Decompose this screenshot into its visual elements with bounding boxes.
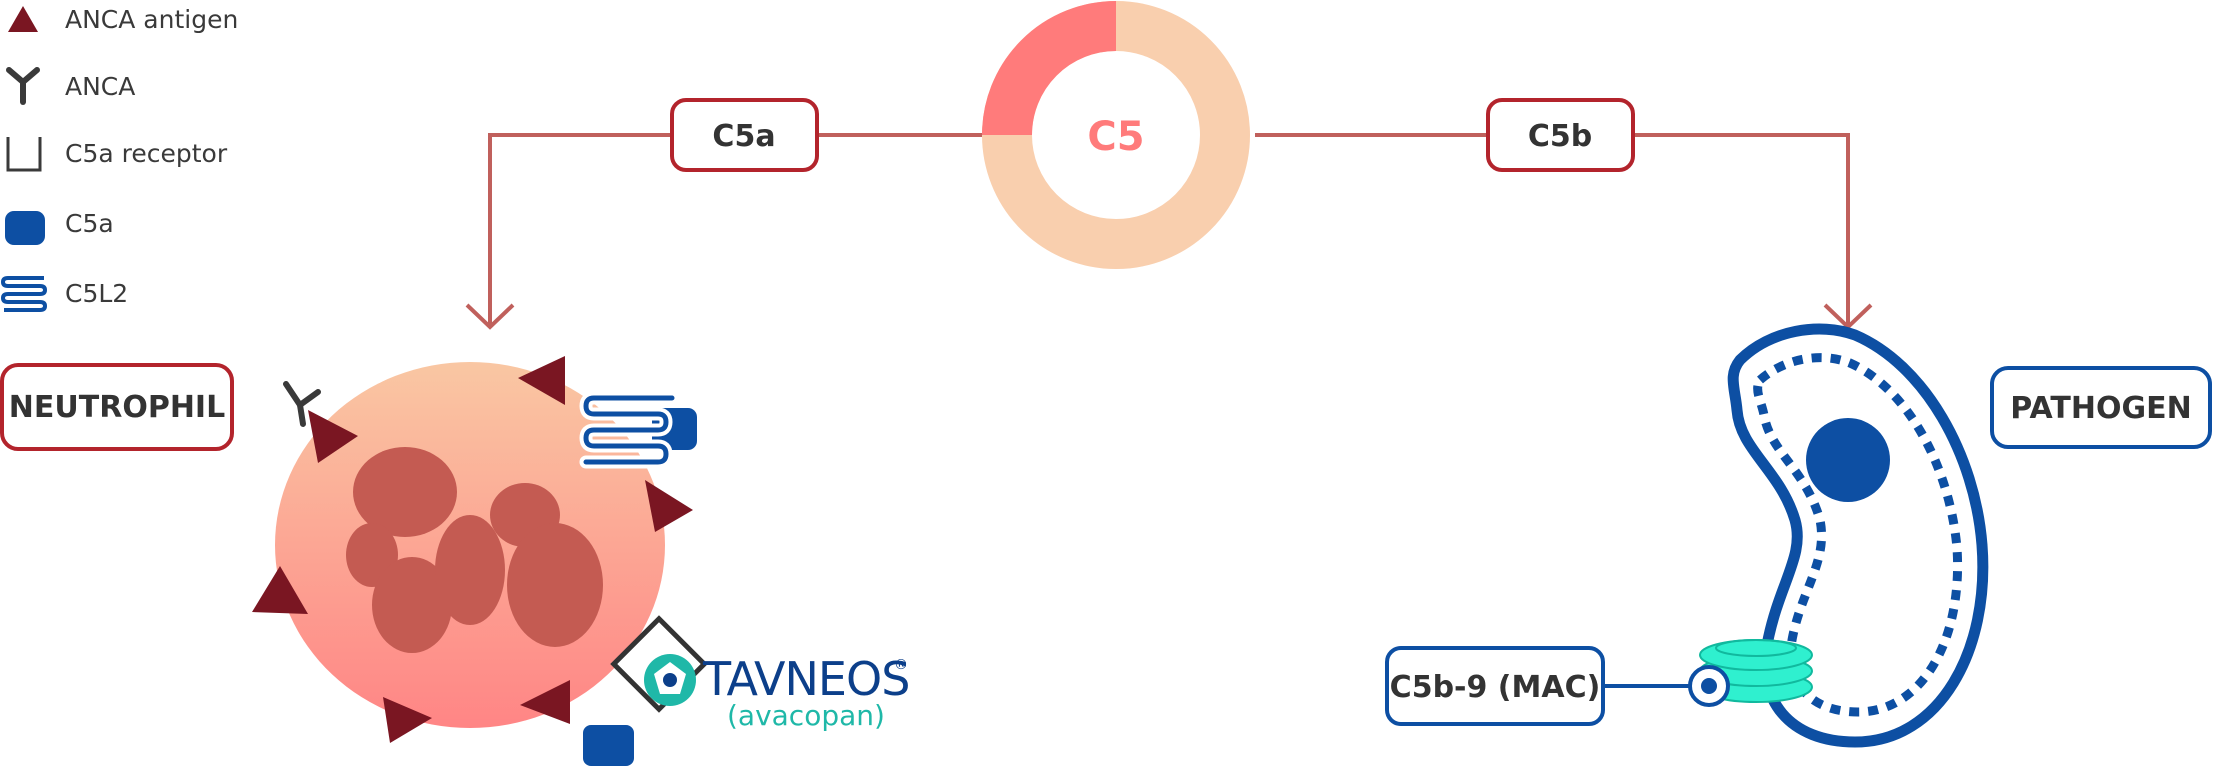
neutrophil-box: NEUTROPHIL [0,363,234,451]
pathogen-box: PATHOGEN [1990,366,2212,449]
triangle-icon [520,680,570,724]
legend-label: C5a receptor [65,139,228,168]
neutrophil-label: NEUTROPHIL [9,390,225,425]
drug-registered-mark: ® [894,657,908,673]
c5-donut-dark [982,1,1117,136]
neutrophil-cell [252,356,708,766]
c5-label: C5 [1087,114,1144,160]
pathogen-label: PATHOGEN [2010,391,2191,426]
pathogen-inner-membrane [1753,353,1963,717]
triangle-icon [8,6,38,32]
pathogen-nucleus [1806,418,1890,502]
c5a-branch-box: C5a [670,98,819,172]
left-arrow-head [465,303,515,330]
legend: ANCA antigen ANCA C5a receptor C5a C5L2 [0,5,238,312]
drug-logo: TAVNEOS ® (avacopan) [702,652,910,732]
legend-label: ANCA [65,72,135,101]
mac-label: C5b-9 (MAC) [1390,670,1601,705]
triangle-icon [518,356,565,405]
legend-label: C5a [65,209,114,238]
legend-item-c5a-receptor: C5a receptor [6,137,228,172]
legend-item-c5l2: C5L2 [0,276,128,312]
legend-item-c5a: C5a [5,209,114,245]
anca-antigens [252,356,693,743]
c5a-receptor-blocked [610,615,708,713]
neutrophil-nucleus [346,447,603,653]
antibody-icon [283,381,321,427]
pathogen-cell [1699,323,1989,748]
c5l2-coil-icon [0,276,48,312]
triangle-icon [645,480,693,532]
c5b-branch-box: C5b [1486,98,1635,172]
triangle-icon [383,697,432,743]
antibody-icon [6,67,40,105]
legend-label: C5L2 [65,279,128,308]
mac-pointer-icon [1688,665,1730,707]
c5-hub: C5 [982,1,1250,269]
receptor-icon [6,137,42,172]
c5b-branch-label: C5b [1528,119,1592,154]
right-branch-line [1255,133,1850,325]
c5l2-receptor [579,391,697,469]
legend-item-anca-antigen: ANCA antigen [8,5,238,34]
legend-label: ANCA antigen [65,5,238,34]
c5a-square-icon [583,725,634,766]
legend-item-anca: ANCA [6,67,135,105]
drug-brand: TAVNEOS [702,652,909,706]
triangle-icon [252,566,308,614]
c5a-square-icon [5,211,45,245]
c5a-branch-label: C5a [712,119,775,154]
mac-box: C5b-9 (MAC) [1385,646,1605,726]
triangle-icon [308,410,358,463]
drug-generic: (avacopan) [727,699,885,732]
